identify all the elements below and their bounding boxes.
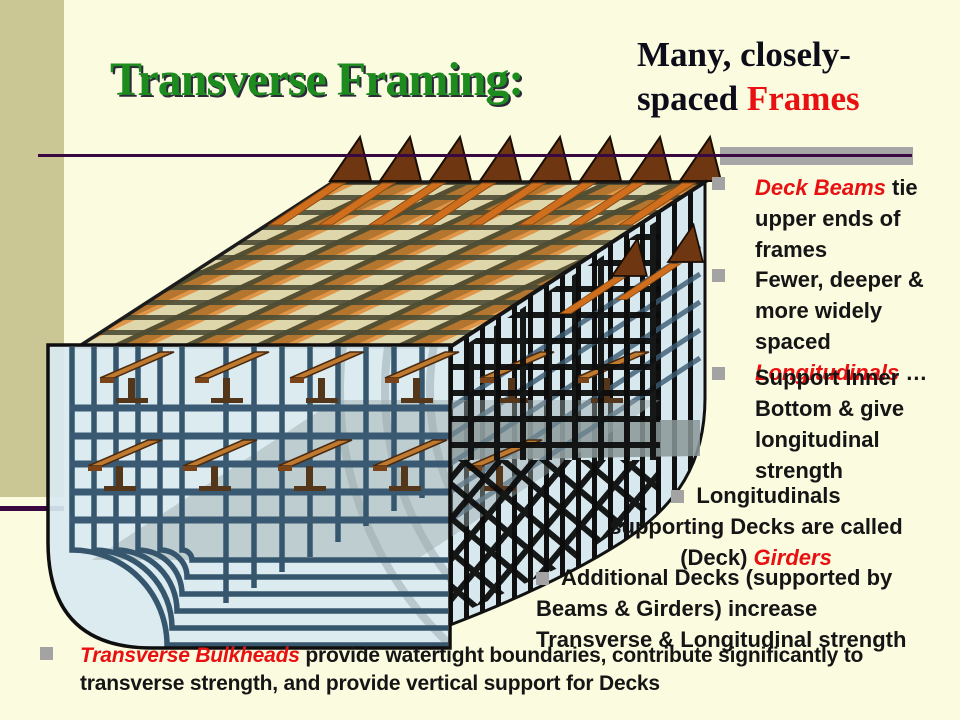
shell-lattice-mesh	[450, 219, 660, 618]
page-title: Transverse Framing:	[110, 53, 524, 106]
bullet-deck-beams: Deck Beams tie upper ends of frames	[708, 172, 951, 265]
left-accent-underline	[0, 506, 64, 511]
deck-lattice	[72, 180, 711, 349]
bullet-transverse-bulkheads: Transverse Bulkheads provide watertight …	[36, 642, 940, 698]
bullet-additional-decks: Additional Decks (supported by Beams & G…	[536, 562, 952, 655]
bullet-square-icon	[40, 647, 53, 660]
bullet-text: Deck Beams	[755, 175, 886, 200]
bullet-square-icon	[712, 269, 725, 282]
bullet-text: tie upper ends of frames	[755, 175, 918, 262]
bullet-text: Longitudinals	[755, 360, 900, 385]
subtitle: Many, closely- spaced Frames	[637, 33, 860, 121]
bullet-text: Longitudinals	[696, 483, 841, 508]
bullet-text: Fewer, deeper & more widely spaced	[755, 267, 924, 354]
bullet-square-icon	[712, 367, 725, 380]
bullet-text: …	[899, 360, 928, 385]
bullet-text: Girders	[753, 545, 832, 570]
transverse-frames	[69, 347, 448, 648]
bullet-text: Transverse & Longitudinal strength	[536, 627, 907, 652]
bullet-square-icon	[712, 177, 725, 190]
bullet-text: Beams & Girders) increase	[536, 596, 818, 621]
title-underline	[38, 154, 912, 157]
subtitle-line2-prefix: spaced	[637, 79, 747, 118]
bullet-square-icon	[671, 490, 685, 503]
bullet-text: provide watertight boundaries, contribut…	[80, 644, 864, 695]
bullet-text: (Deck)	[680, 545, 754, 570]
bullet-girders: Longitudinals supporting Decks are calle…	[560, 480, 952, 573]
bullet-text: Transverse Bulkheads	[80, 644, 300, 667]
bullet-text: Additional Decks (supported by	[561, 565, 893, 590]
subtitle-highlight: Frames	[746, 79, 860, 118]
subtitle-line1: Many, closely-	[637, 35, 851, 74]
bullet-longitudinals: Fewer, deeper & more widely spaced Longi…	[708, 264, 951, 388]
bullet-square-icon	[536, 572, 549, 585]
deck-near-edge	[448, 180, 707, 349]
bullet-text: Support Inner Bottom & give longitudinal…	[755, 365, 905, 483]
bullet-inner-bottom: Support Inner Bottom & give longitudinal…	[708, 362, 951, 486]
bullet-text: supporting Decks are called	[609, 514, 903, 539]
